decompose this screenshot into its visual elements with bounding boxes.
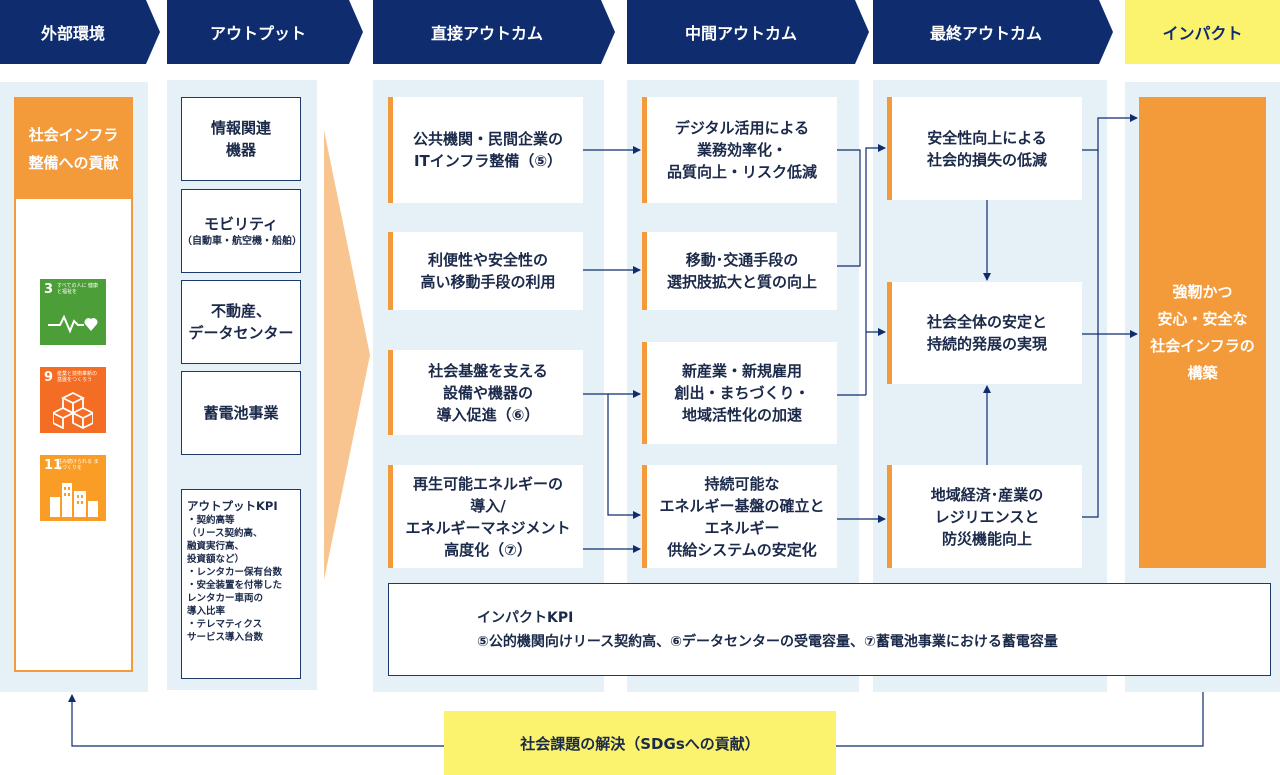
- sdg-9-number: 9: [44, 370, 54, 385]
- output-kpi-box: アウトプットKPI ・契約高等 （リース契約高、 融資実行高、 投資額など） ・…: [181, 489, 301, 679]
- sdg-3-icon: 3 すべての人に 健康と福祉を: [40, 279, 106, 345]
- direct-outcome-equipment: 社会基盤を支える 設備や機器の 導入促進（⑥）: [388, 350, 583, 435]
- intermediate-outcome-digital: デジタル活用による 業務効率化・ 品質向上・リスク低減: [642, 97, 837, 203]
- header-final-label: 最終アウトカム: [929, 24, 1042, 43]
- sdg-3-text: すべての人に 健康と福祉を: [57, 283, 99, 295]
- sdg-11-number: 11: [44, 458, 63, 473]
- external-title: 社会インフラ 整備への貢献: [16, 99, 131, 199]
- output-mobility-label: モビリティ: [203, 215, 279, 233]
- intermediate-outcome-industry: 新産業・新規雇用 創出・まちづくり・ 地域活性化の加速: [642, 342, 837, 444]
- sdg-11-icon: 11 住み続けられる まちづくりを: [40, 455, 106, 521]
- output-kpi-title: アウトプットKPI: [187, 499, 278, 513]
- header-external-label: 外部環境: [40, 24, 105, 43]
- output-kpi-item: ・契約高等 （リース契約高、 融資実行高、 投資額など）: [187, 515, 263, 565]
- footer-social-issue: 社会課題の解決（SDGsへの貢献）: [444, 711, 836, 775]
- output-battery: 蓄電池事業: [181, 371, 301, 455]
- output-kpi-item: ・安全装置を付帯した レンタカー車両の 導入比率: [187, 580, 283, 617]
- header-intermediate-outcome: 中間アウトカム: [627, 0, 869, 64]
- direct-outcome-renewable: 再生可能エネルギーの 導入/ エネルギーマネジメント 高度化（⑦）: [388, 465, 583, 568]
- sdg-11-text: 住み続けられる まちづくりを: [57, 459, 99, 471]
- header-direct-outcome: 直接アウトカム: [373, 0, 615, 64]
- impact-kpi-box: インパクトKPI ⑤公的機関向けリース契約高、⑥データセンターの受電容量、⑦蓄電…: [388, 583, 1271, 676]
- direct-outcome-mobility: 利便性や安全性の 高い移動手段の利用: [388, 232, 583, 310]
- output-info-devices-label: 情報関連 機器: [210, 119, 271, 159]
- impact-kpi-text: ⑤公的機関向けリース契約高、⑥データセンターの受電容量、⑦蓄電池事業における蓄電…: [477, 634, 1058, 650]
- header-impact: インパクト: [1125, 0, 1280, 64]
- output-mobility-sub: （自動車・航空機・船舶）: [182, 236, 302, 247]
- final-outcome-safety: 安全性向上による 社会的損失の低減: [887, 97, 1082, 200]
- header-intermediate-label: 中間アウトカム: [684, 24, 797, 43]
- direct-outcome-it-infra: 公共機関・民間企業の ITインフラ整備（⑤）: [388, 97, 583, 203]
- header-output: アウトプット: [167, 0, 363, 64]
- flow-chevron: [324, 130, 370, 580]
- header-final-outcome: 最終アウトカム: [873, 0, 1113, 64]
- output-kpi-item: ・レンタカー保有台数: [187, 567, 283, 578]
- sdg-9-text: 産業と技術革新の 基盤をつくろう: [57, 371, 98, 383]
- impact-kpi-title: インパクトKPI: [477, 610, 574, 626]
- output-real-estate-label: 不動産、 データセンター: [188, 302, 294, 342]
- final-outcome-stability: 社会全体の安定と 持続的発展の実現: [887, 282, 1082, 384]
- output-mobility: モビリティ （自動車・航空機・船舶）: [181, 189, 302, 273]
- output-kpi-item: ・テレマティクス サービス導入台数: [187, 619, 264, 643]
- final-outcome-resilience: 地域経済･産業の レジリエンスと 防災機能向上: [887, 465, 1082, 568]
- intermediate-outcome-energy: 持続可能な エネルギー基盤の確立と エネルギー 供給システムの安定化: [642, 465, 837, 568]
- header-impact-label: インパクト: [1162, 24, 1243, 43]
- output-battery-label: 蓄電池事業: [203, 404, 279, 422]
- header-external: 外部環境: [0, 0, 160, 64]
- output-real-estate: 不動産、 データセンター: [181, 280, 301, 364]
- header-direct-label: 直接アウトカム: [430, 24, 543, 43]
- output-info-devices: 情報関連 機器: [181, 97, 301, 181]
- sdg-3-number: 3: [44, 282, 54, 297]
- impact-box: 強靭かつ 安心・安全な 社会インフラの 構築: [1139, 97, 1266, 568]
- header-output-label: アウトプット: [209, 24, 306, 43]
- intermediate-outcome-transport: 移動･交通手段の 選択肢拡大と質の向上: [642, 232, 837, 310]
- sdg-9-icon: 9 産業と技術革新の 基盤をつくろう: [40, 367, 106, 433]
